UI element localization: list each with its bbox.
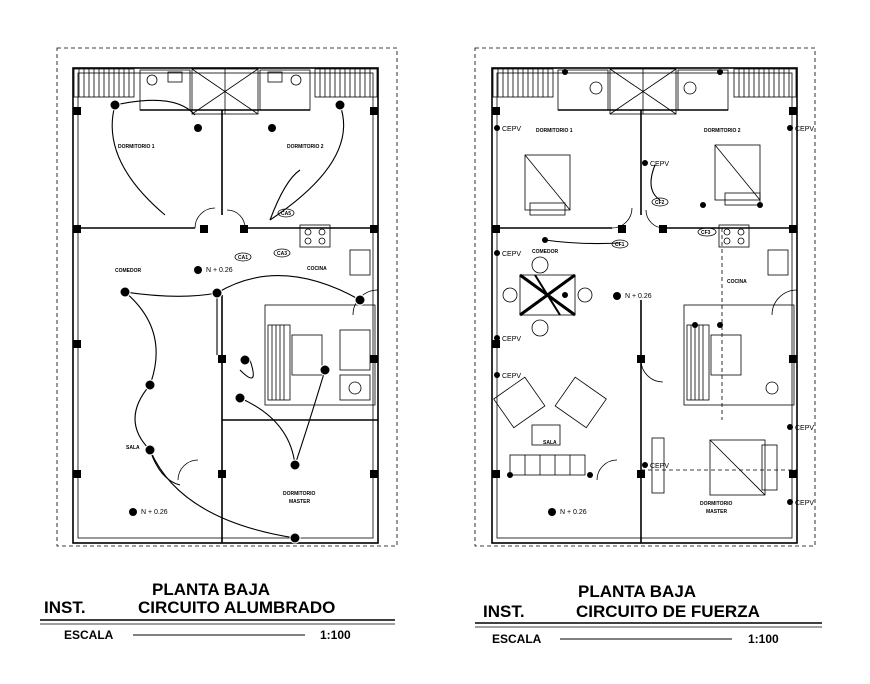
outlet-label-8: CEPV [650,463,669,470]
level-marker-icon [194,266,202,274]
outlet-label-2: CEPV [795,126,814,133]
room-label-bedroom2: DORMITORIO 2 [287,144,324,150]
left-scale-value: 1:100 [320,628,351,642]
left-scale-label: ESCALA [64,628,114,642]
tag-cf3-label: CF3 [701,230,711,236]
room-label-bedroom1-r: DORMITORIO 1 [536,128,573,134]
bed-2 [714,144,761,201]
lighting-wires [111,99,361,539]
right-title-prefix: INST. [483,602,525,621]
left-bath-1 [139,69,191,111]
left-bath-2 [259,69,311,111]
room-label-living-r: SALA [543,440,557,446]
right-scale-value: 1:100 [748,632,779,646]
level-marker-icon-2 [129,508,137,516]
outlet-label-9: CEPV [650,161,669,168]
room-label-bedroom1: DORMITORIO 1 [118,144,155,150]
room-label-bedroom2-r: DORMITORIO 2 [704,128,741,134]
left-outer-wall [72,67,379,544]
level-marker-icon-r2 [548,508,556,516]
dining-table [519,274,576,316]
room-label-master-r: DORMITORIO [700,501,733,507]
level-label-r2: N + 0.26 [560,509,587,516]
left-light-fixtures [109,99,366,544]
right-title-line1: PLANTA BAJA [578,582,696,601]
coffee-table [531,424,561,446]
left-top-stairs [73,68,378,115]
left-kitchen-counter [264,304,376,406]
room-label-kitchen: COCINA [307,266,327,272]
outlet-label-5: CEPV [502,373,521,380]
left-floor-plan: CA5 CA1 CA3 DORMITORIO 1 DORMITORIO 2 CO… [40,47,398,642]
master-bed [709,439,766,496]
room-label-master2: MASTER [289,499,311,505]
level-label-r: N + 0.26 [625,293,652,300]
tag-cf2-label: CF2 [655,200,665,206]
tag-ca1 [234,252,252,262]
left-title-prefix: INST. [44,598,86,617]
outlet-label-3: CEPV [502,251,521,258]
room-label-master: DORMITORIO [283,491,316,497]
outlet-label-1: CEPV [502,126,521,133]
bed-1 [524,154,571,211]
level-marker-icon-r [613,292,621,300]
right-property-boundary [474,47,816,547]
tag-cf1-label: CF1 [615,242,625,248]
left-title-line1: PLANTA BAJA [152,580,270,599]
armchair-1 [493,376,546,429]
level-label: N + 0.26 [206,267,233,274]
right-title-line2: CIRCUITO DE FUERZA [576,602,760,621]
power-outlets: CEPV CEPV CEPV CEPV CEPV CEPV CEPV CEPV … [494,69,814,507]
outlet-label-6: CEPV [795,425,814,432]
tag-ca5-label: CA5 [281,211,291,217]
tag-ca3 [273,248,291,258]
right-floor-plan: CEPV CEPV CEPV CEPV CEPV CEPV CEPV CEPV … [474,47,822,646]
left-property-boundary [56,47,398,547]
tag-ca3-label: CA3 [277,251,287,257]
left-title-line2: CIRCUITO ALUMBRADO [138,598,335,617]
right-scale-label: ESCALA [492,632,542,646]
outlet-label-4: CEPV [502,336,521,343]
sofa [509,454,586,476]
room-label-living: SALA [126,445,140,451]
room-label-master2-r: MASTER [706,509,728,515]
room-label-dining-r: COMEDOR [532,249,559,255]
tag-ca5 [277,208,295,218]
room-label-kitchen-r: COCINA [727,279,747,285]
outlet-label-7: CEPV [795,500,814,507]
right-top-stairs [492,68,797,115]
armchair-2 [554,376,607,429]
level-label-2: N + 0.26 [141,509,168,516]
right-outer-wall [491,67,798,544]
room-label-dining: COMEDOR [115,268,142,274]
tag-ca1-label: CA1 [238,255,248,261]
